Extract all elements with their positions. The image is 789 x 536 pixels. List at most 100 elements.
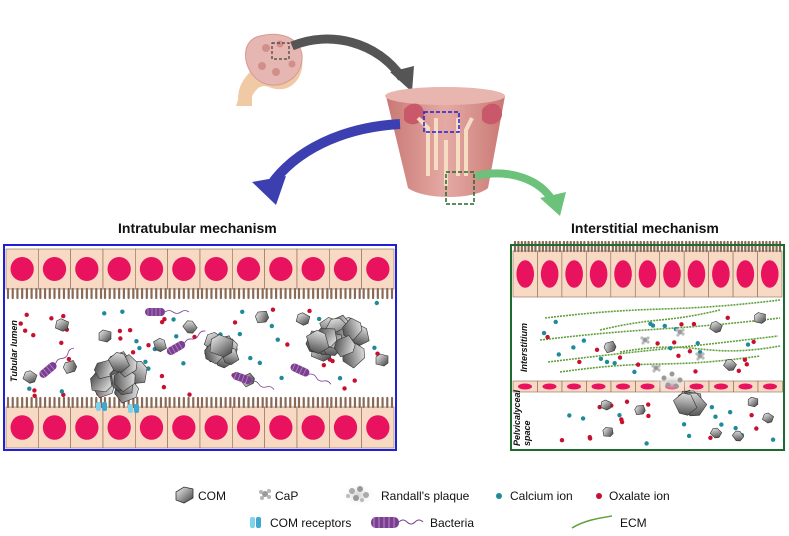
oxalate-ion bbox=[624, 399, 630, 404]
intratubular-title: Intratubular mechanism bbox=[118, 220, 277, 236]
calcium-ion bbox=[279, 375, 284, 381]
nucleus bbox=[760, 260, 779, 288]
basal-cell bbox=[586, 380, 612, 393]
tubular-lumen-label: Tubular lumen bbox=[9, 320, 19, 382]
interstitium-contents bbox=[539, 299, 781, 375]
nucleus bbox=[640, 383, 655, 390]
oxalate-ion bbox=[18, 321, 23, 326]
nucleus bbox=[172, 257, 196, 281]
epithelial-cell bbox=[70, 396, 104, 449]
nucleus bbox=[204, 257, 228, 281]
legend-com-label: COM bbox=[198, 489, 226, 503]
oxalate-ion bbox=[676, 353, 681, 359]
calcium-ion bbox=[257, 360, 263, 366]
ecm-fiber bbox=[619, 345, 781, 353]
nucleus bbox=[518, 383, 532, 390]
oxalate-ion bbox=[307, 308, 312, 314]
legend-bacteria-icon bbox=[371, 517, 424, 528]
basal-cell bbox=[733, 380, 759, 393]
calcium-ion bbox=[727, 409, 733, 415]
calcium-ion bbox=[269, 323, 275, 329]
oxalate-ion bbox=[66, 356, 72, 362]
nucleus bbox=[301, 257, 325, 281]
ecm-fiber bbox=[547, 335, 779, 363]
oxalate-ion bbox=[61, 392, 66, 398]
epithelial-cell bbox=[264, 248, 298, 300]
com-crystal bbox=[342, 317, 363, 341]
calcium-ion bbox=[662, 323, 667, 329]
basal-cell bbox=[757, 380, 783, 393]
epithelial-cell bbox=[102, 396, 136, 449]
intratubular-zoom-box bbox=[423, 111, 460, 133]
nucleus bbox=[42, 257, 67, 281]
oxalate-ion bbox=[159, 373, 165, 379]
oxalate-ion bbox=[577, 359, 582, 365]
com-crystal bbox=[603, 340, 617, 354]
calcium-ion bbox=[556, 352, 561, 357]
com-crystal bbox=[62, 360, 78, 374]
legend-oxalate-ion-icon bbox=[596, 493, 602, 499]
legend-randalls-plaque-icon bbox=[340, 483, 376, 507]
oxalate-ion bbox=[691, 321, 697, 327]
nucleus bbox=[139, 415, 164, 440]
oxalate-ion bbox=[693, 369, 698, 374]
epithelial-cell bbox=[264, 396, 298, 449]
oxalate-ion bbox=[159, 319, 165, 325]
nucleus bbox=[614, 260, 632, 288]
com-crystal bbox=[762, 412, 774, 424]
interstitial-zoom-box bbox=[445, 171, 475, 205]
calcium-ion bbox=[134, 338, 139, 344]
interstitial-epithelium bbox=[512, 240, 783, 298]
com-crystal bbox=[754, 312, 766, 324]
com-crystal bbox=[375, 353, 389, 367]
epithelial-cell bbox=[102, 248, 136, 300]
kidney-zoom-box bbox=[271, 42, 290, 60]
epithelial-cell bbox=[38, 396, 71, 449]
epithelial-cell bbox=[5, 248, 39, 300]
pelvicalyceal-space-label: Pelvicalyceal space bbox=[512, 389, 532, 446]
oxalate-ion bbox=[146, 343, 151, 348]
nucleus bbox=[107, 257, 131, 281]
oxalate-ion bbox=[330, 358, 335, 364]
oxalate-ion bbox=[559, 437, 565, 443]
oxalate-ion bbox=[161, 384, 167, 390]
oxalate-ion bbox=[187, 392, 192, 397]
bacterium bbox=[39, 347, 75, 378]
com-crystal bbox=[709, 427, 723, 439]
calcium-ion bbox=[553, 319, 558, 325]
legend-com-receptor-icon bbox=[250, 517, 261, 528]
calcium-ion bbox=[27, 386, 32, 391]
oxalate-ion bbox=[32, 388, 37, 393]
com-crystal bbox=[634, 405, 646, 415]
com-aggregate bbox=[203, 332, 240, 369]
epithelial-cell bbox=[610, 240, 636, 298]
epithelial-cell bbox=[329, 396, 362, 449]
nucleus bbox=[10, 415, 34, 440]
epithelial-cell bbox=[232, 248, 265, 300]
nucleus bbox=[269, 415, 293, 440]
calcium-ion bbox=[598, 356, 604, 362]
nucleus bbox=[366, 257, 390, 281]
oxalate-ion bbox=[22, 328, 28, 333]
oxalate-ion bbox=[342, 386, 347, 391]
nucleus bbox=[616, 383, 630, 390]
legend-cap-label: CaP bbox=[275, 489, 299, 503]
legend-ecm-label: ECM bbox=[620, 516, 647, 530]
calcium-ion bbox=[580, 416, 586, 421]
epithelial-cell bbox=[167, 396, 201, 449]
arrow-to-intratubular bbox=[263, 119, 401, 193]
calcium-ion bbox=[686, 433, 692, 439]
calcium-ion bbox=[174, 334, 179, 339]
com-receptor bbox=[128, 404, 139, 413]
calcium-ion bbox=[102, 311, 107, 316]
com-crystal bbox=[709, 320, 723, 334]
epithelial-cell bbox=[135, 248, 168, 300]
com-crystal bbox=[153, 337, 167, 353]
calcium-ion bbox=[146, 366, 151, 371]
calcium-ion bbox=[240, 309, 245, 314]
epithelial-cell bbox=[708, 240, 734, 298]
nucleus bbox=[204, 415, 228, 440]
com-crystal bbox=[600, 399, 612, 411]
epithelial-cell bbox=[586, 240, 612, 298]
ecm-fiber bbox=[544, 299, 781, 319]
